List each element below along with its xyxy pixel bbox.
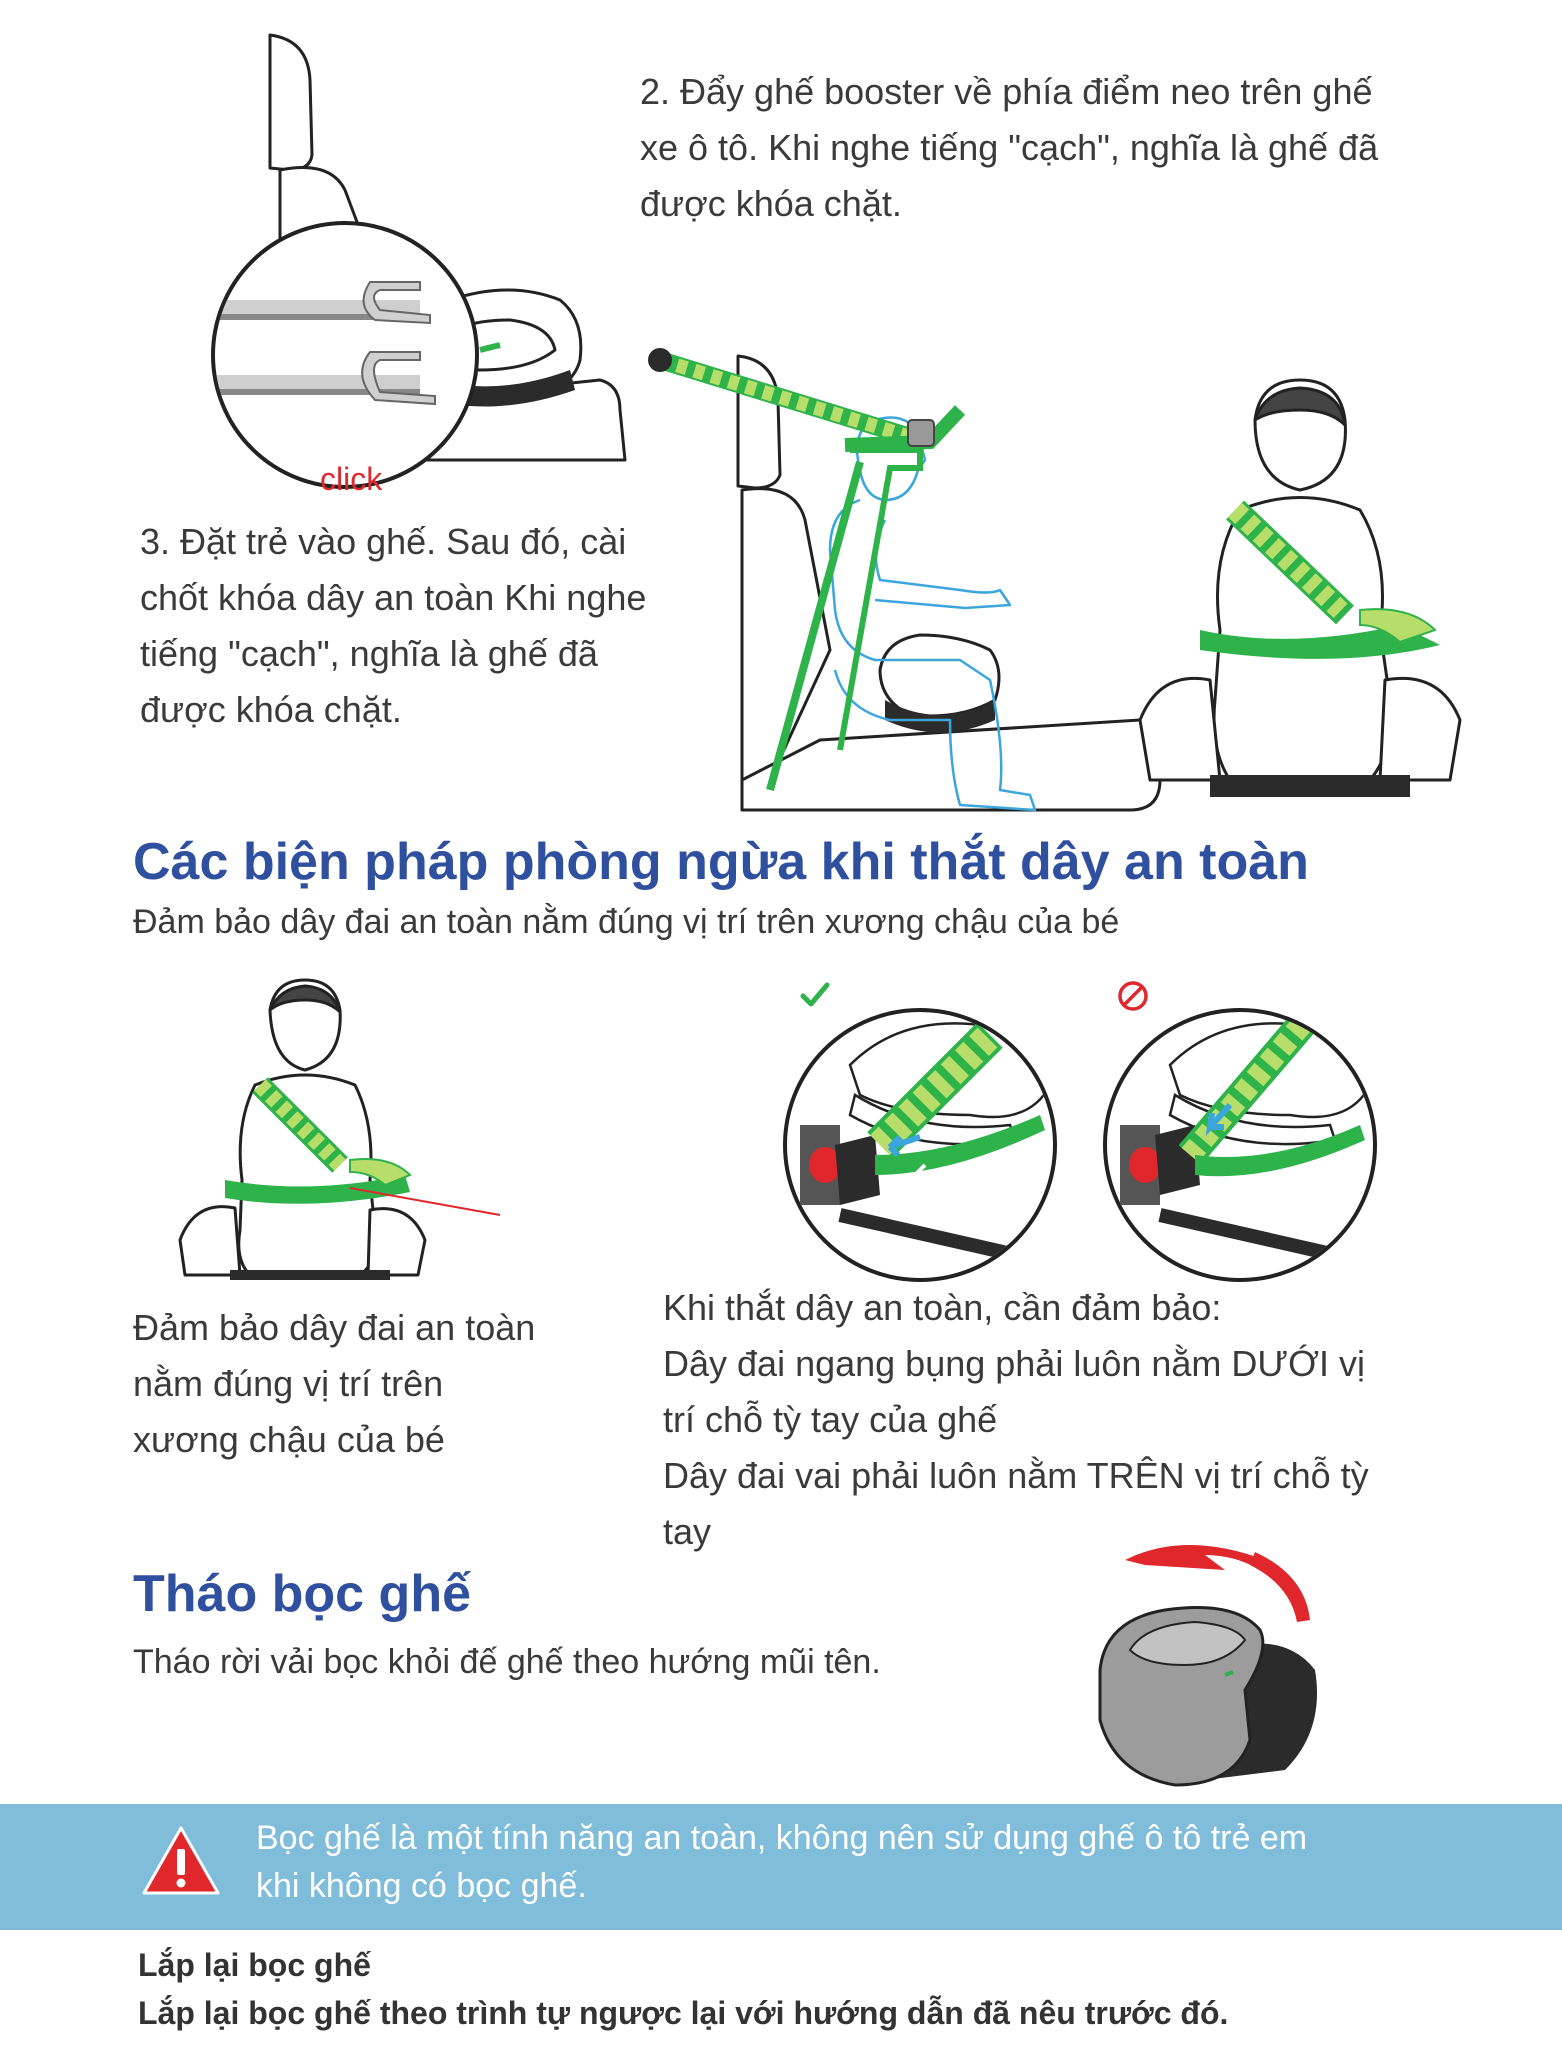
reinstall-title: Lắp lại bọc ghế xyxy=(138,1947,371,1983)
cover-section-subtitle: Tháo rời vải bọc khỏi đế ghế theo hướng … xyxy=(133,1643,881,1681)
check-icon xyxy=(800,982,830,1007)
left-caption-line-3: xương chậu của bé xyxy=(133,1419,445,1460)
left-caption-line-1: Đảm bảo dây đai an toàn xyxy=(133,1307,536,1348)
cover-section-heading: Tháo bọc ghế xyxy=(133,1565,471,1623)
no-entry-icon xyxy=(1118,981,1148,1011)
right-caption-line-3: trí chỗ tỳ tay của ghế xyxy=(663,1399,998,1440)
warning-text: Bọc ghế là một tính năng an toàn, không … xyxy=(256,1814,1506,1910)
step3-line-4: được khóa chặt. xyxy=(140,689,402,730)
warning-text-line-1: Bọc ghế là một tính năng an toàn, không … xyxy=(256,1819,1308,1857)
child-pelvis-illustration xyxy=(178,978,501,1280)
warning-triangle-icon xyxy=(142,1826,220,1895)
right-caption-line-2: Dây đai ngang bụng phải luôn nằm DƯỚI vị xyxy=(663,1343,1366,1384)
wrong-belt-zoom xyxy=(1103,1008,1377,1282)
child-front-illustration xyxy=(1138,378,1462,797)
right-caption-line-4: Dây đai vai phải luôn nằm TRÊN vị trí ch… xyxy=(663,1455,1369,1496)
reinstall-text: Lắp lại bọc ghế theo trình tự ngược lại … xyxy=(138,1995,1229,2031)
right-caption-line-1: Khi thắt dây an toàn, cần đảm bảo: xyxy=(663,1287,1222,1328)
step2-line-2: xe ô tô. Khi nghe tiếng "cạch", nghĩa là… xyxy=(640,127,1379,168)
left-caption: Đảm bảo dây đai an toàn nằm đúng vị trí … xyxy=(133,1300,593,1468)
step3-line-2: chốt khóa dây an toàn Khi nghe xyxy=(140,577,647,618)
belt-section-heading: Các biện pháp phòng ngừa khi thắt dây an… xyxy=(133,833,1309,891)
right-caption-line-5: tay xyxy=(663,1511,712,1552)
anchor-installation-illustration: click xyxy=(211,33,627,497)
step2-line-3: được khóa chặt. xyxy=(640,183,902,224)
step3-text: 3. Đặt trẻ vào ghế. Sau đó, cài chốt khó… xyxy=(140,514,700,738)
booster-cover-illustration xyxy=(1098,1545,1317,1787)
right-caption: Khi thắt dây an toàn, cần đảm bảo: Dây đ… xyxy=(663,1280,1523,1560)
correct-belt-zoom xyxy=(783,1008,1057,1282)
step2-line-1: 2. Đẩy ghế booster về phía điểm neo trên… xyxy=(640,71,1373,112)
child-seated-side-illustration xyxy=(648,348,1163,812)
step3-line-3: tiếng "cạch", nghĩa là ghế đã xyxy=(140,633,598,674)
belt-section-subtitle: Đảm bảo dây đai an toàn nằm đúng vị trí … xyxy=(133,903,1120,941)
step3-line-1: 3. Đặt trẻ vào ghế. Sau đó, cài xyxy=(140,521,627,562)
warning-text-line-2: khi không có bọc ghế. xyxy=(256,1867,587,1905)
left-caption-line-2: nằm đúng vị trí trên xyxy=(133,1363,444,1404)
click-label: click xyxy=(320,461,383,497)
warning-bar xyxy=(0,1804,1562,1930)
step2-text: 2. Đẩy ghế booster về phía điểm neo trên… xyxy=(640,64,1540,232)
